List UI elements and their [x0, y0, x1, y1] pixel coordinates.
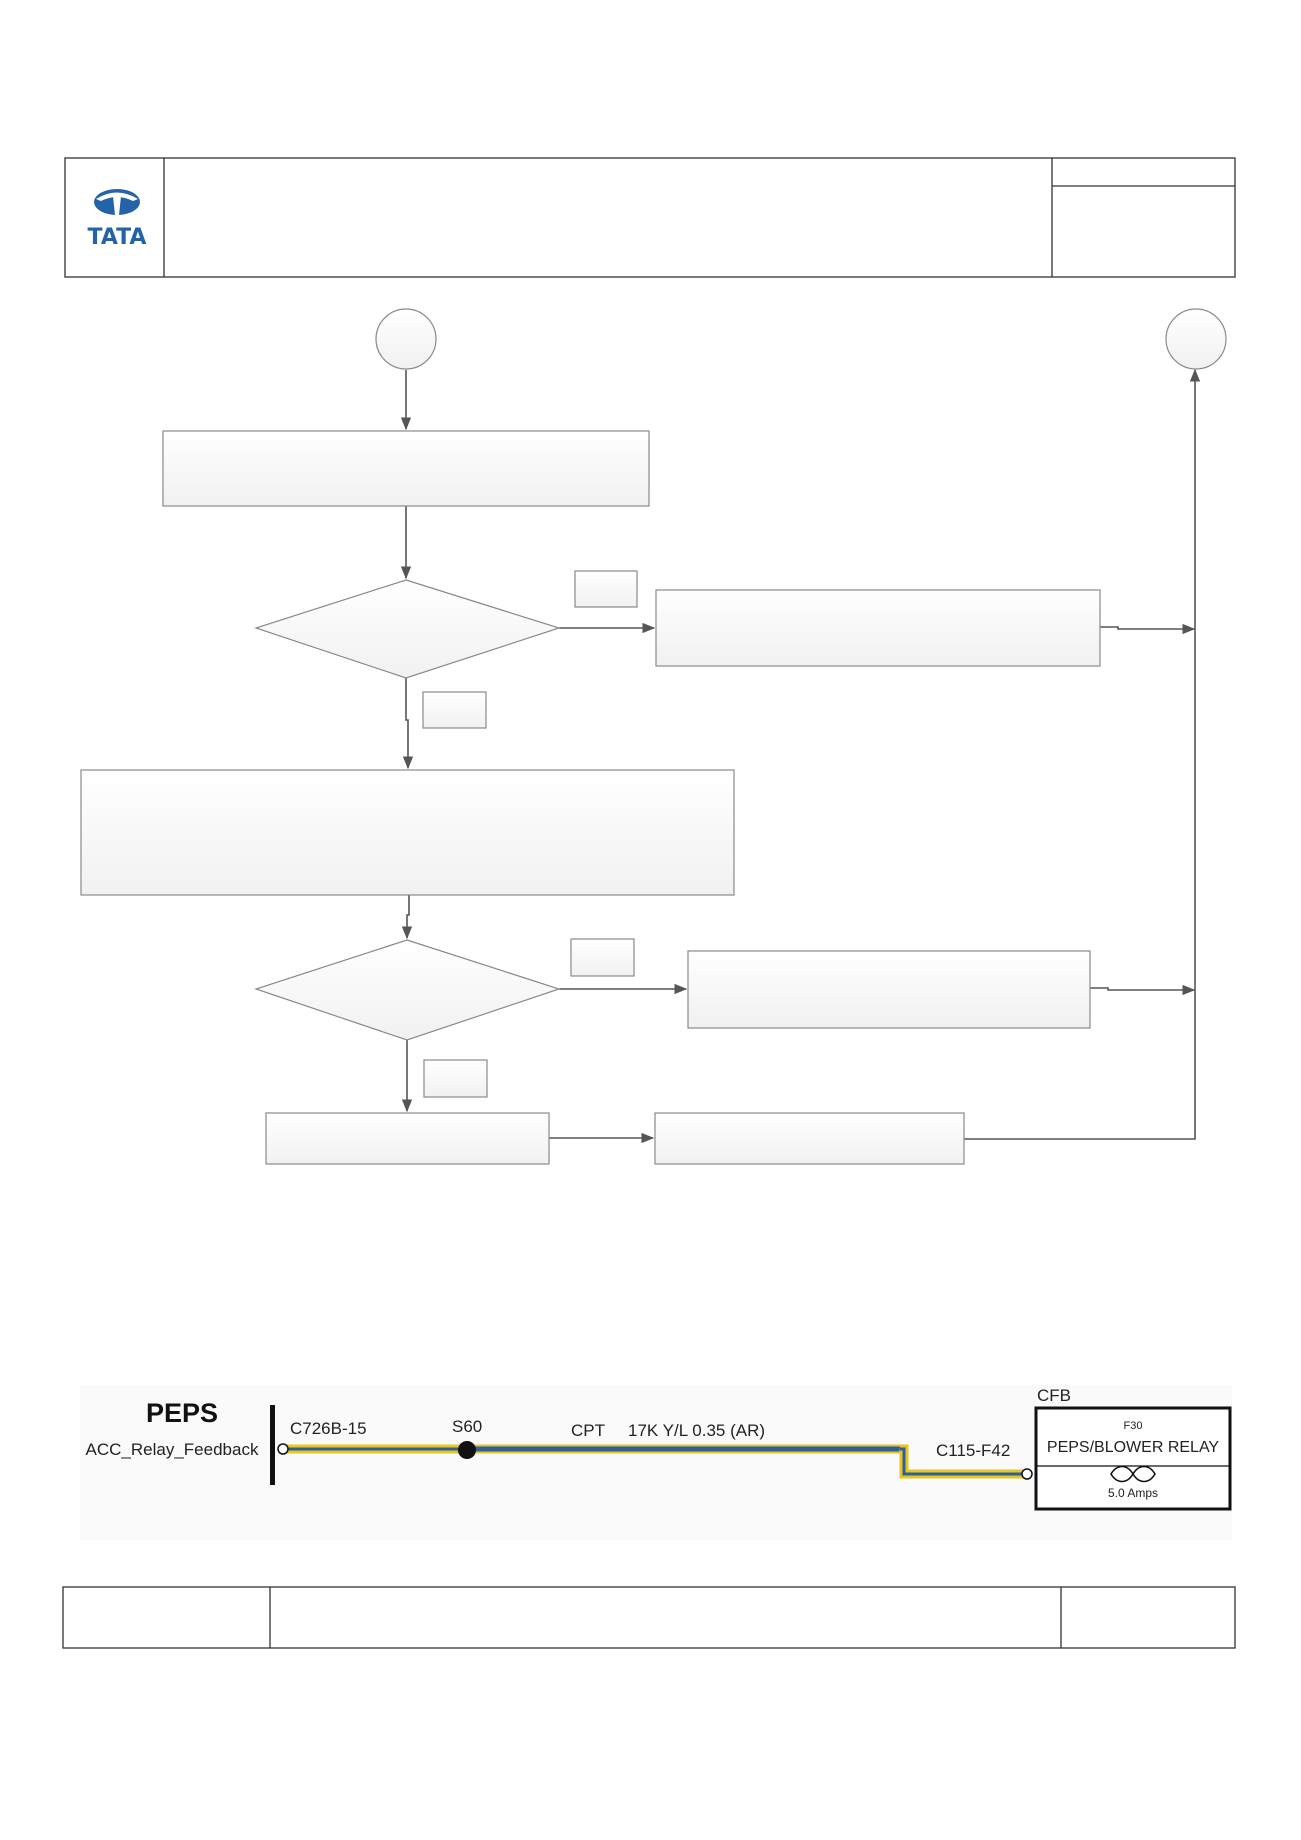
module-edge-bar: [270, 1405, 275, 1485]
fuse-rating: 5.0 Amps: [1108, 1486, 1158, 1500]
decision1: [254, 579, 561, 679]
module-name: PEPS: [146, 1398, 218, 1428]
flowchart-nodes: [80, 308, 1227, 1165]
pin-terminal-left: [277, 1443, 289, 1455]
module-pin-name: ACC_Relay_Feedback: [86, 1440, 259, 1459]
arrow-decision1-to-step2: [402, 678, 414, 770]
wiring-diagram: PEPS ACC_Relay_Feedback C726B-15 S60 CPT…: [80, 1385, 1232, 1540]
wire-spec-label: 17K Y/L 0.35 (AR): [628, 1421, 765, 1440]
connector-start: [375, 308, 437, 370]
splice-dot: [458, 1441, 476, 1459]
arrow-step2-to-decision2: [401, 895, 413, 940]
fuse-name: PEPS/BLOWER RELAY: [1047, 1439, 1220, 1456]
process-step2: [80, 769, 735, 896]
process-step1: [162, 430, 650, 507]
pin-terminal-right: [1021, 1468, 1033, 1480]
action2-box: [687, 950, 1091, 1029]
fuse-box: F30 PEPS/BLOWER RELAY 5.0 Amps: [1034, 1406, 1232, 1511]
action1-box: [655, 589, 1101, 667]
fuse-symbol-icon: [1110, 1465, 1156, 1483]
splice-label: S60: [452, 1417, 482, 1436]
fuse-id: F30: [1124, 1420, 1143, 1432]
connector-end: [1165, 308, 1227, 370]
flowchart-connectors: [400, 368, 1201, 1144]
logo-wordmark: TATA: [88, 225, 147, 250]
decision1-no-tag: [422, 691, 487, 729]
arrow-action2-to-end: [1090, 984, 1196, 996]
arrow-step4-to-end: [964, 368, 1201, 1140]
connector-left-label: C726B-15: [290, 1419, 367, 1438]
decision1-yes-tag: [574, 570, 638, 608]
process-step3: [265, 1112, 550, 1165]
fuse-box-label: CFB: [1037, 1386, 1071, 1405]
decision2: [254, 939, 561, 1041]
arrow-action1-to-end: [1100, 623, 1196, 635]
header-block: TATA: [64, 157, 1236, 278]
tata-logo: TATA: [88, 189, 147, 250]
decision2-no-tag: [423, 1059, 488, 1098]
connector-right-label: C115-F42: [936, 1441, 1010, 1460]
decision2-yes-tag: [570, 938, 635, 977]
footer-block: [62, 1586, 1236, 1649]
circuit-label: CPT: [571, 1421, 605, 1440]
process-step4: [654, 1112, 965, 1165]
wire-segment-right: [899, 1444, 1024, 1479]
